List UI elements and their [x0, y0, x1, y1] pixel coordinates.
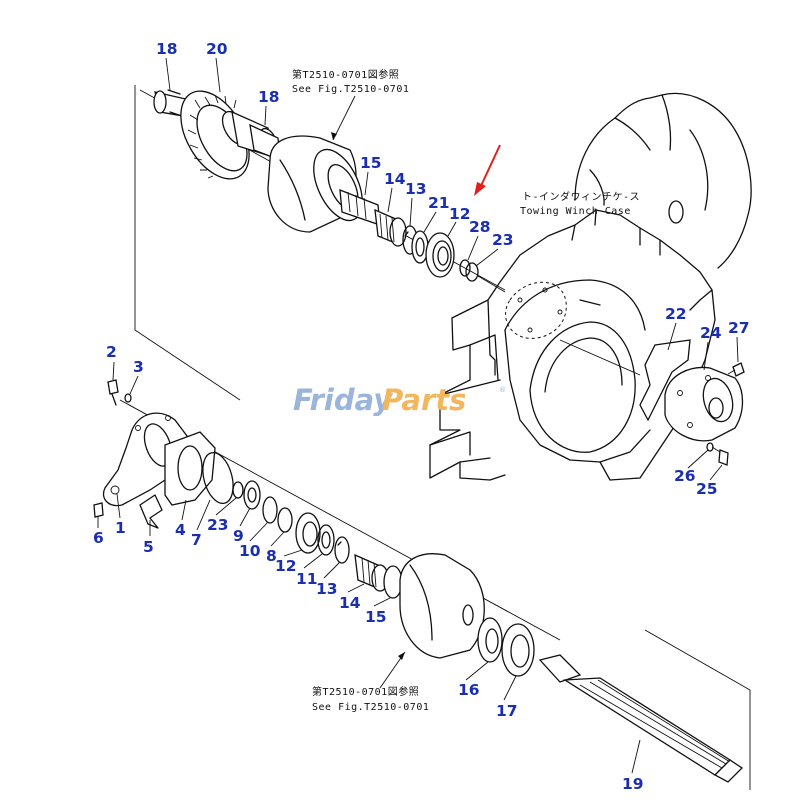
callout-25: 25 — [696, 480, 718, 498]
callout-13: 13 — [316, 580, 338, 598]
callout-12: 12 — [449, 205, 471, 223]
case-label: ト-インダウィンチケ-ス Towing Winch Case — [520, 190, 640, 217]
callout-labels: 18 20 18 15 14 13 21 12 28 23 22 24 27 2… — [93, 40, 750, 793]
callout-18: 18 — [156, 40, 178, 58]
callout-14: 14 — [339, 594, 361, 612]
callout-3: 3 — [133, 358, 144, 376]
callout-19: 19 — [622, 775, 644, 793]
callout-22: 22 — [665, 305, 687, 323]
lower-brake-assembly — [93, 85, 751, 790]
reference-top-line2: See Fig.T2510-0701 — [292, 84, 409, 95]
callout-21: 21 — [428, 194, 450, 212]
watermark-logo: Friday Parts ® — [293, 383, 506, 417]
callout-15: 15 — [360, 154, 382, 172]
watermark-friday: Friday — [293, 383, 393, 417]
callout-14: 14 — [384, 170, 406, 188]
reference-bottom-line2: See Fig.T2510-0701 — [312, 702, 429, 713]
callout-16: 16 — [458, 681, 480, 699]
reference-bottom-line1: 第T2510-0701図参照 — [312, 685, 419, 698]
reference-top-line1: 第T2510-0701図参照 — [292, 68, 399, 81]
callout-7: 7 — [191, 531, 202, 549]
watermark-parts: Parts — [382, 383, 466, 417]
callout-23: 23 — [207, 516, 229, 534]
case-label-en: Towing Winch Case — [520, 206, 631, 217]
callout-9: 9 — [233, 527, 244, 545]
case-label-jp: ト-インダウィンチケ-ス — [522, 190, 640, 203]
upper-gear-assembly — [139, 89, 506, 293]
callout-23: 23 — [492, 231, 514, 249]
callout-4: 4 — [175, 521, 186, 539]
callout-11: 11 — [296, 570, 318, 588]
callout-26: 26 — [674, 467, 696, 485]
callout-2: 2 — [106, 343, 117, 361]
callout-17: 17 — [496, 702, 518, 720]
callout-13: 13 — [405, 180, 427, 198]
callout-18: 18 — [258, 88, 280, 106]
callout-6: 6 — [93, 529, 104, 547]
red-arrow-indicator — [474, 144, 501, 196]
callout-27: 27 — [728, 319, 750, 337]
callout-1: 1 — [115, 519, 126, 537]
callout-24: 24 — [700, 324, 722, 342]
callout-8: 8 — [266, 547, 277, 565]
callout-12: 12 — [275, 557, 297, 575]
towing-winch-case — [429, 92, 752, 481]
callout-20: 20 — [206, 40, 228, 58]
reference-note-bottom: 第T2510-0701図参照 See Fig.T2510-0701 — [312, 651, 429, 713]
callout-28: 28 — [469, 218, 491, 236]
reference-note-top: 第T2510-0701図参照 See Fig.T2510-0701 — [292, 68, 409, 141]
cover-assembly — [559, 339, 745, 466]
watermark-registered: ® — [499, 386, 506, 394]
callout-15: 15 — [365, 608, 387, 626]
callout-10: 10 — [239, 542, 261, 560]
callout-5: 5 — [143, 538, 154, 556]
leader-lines — [97, 57, 739, 774]
